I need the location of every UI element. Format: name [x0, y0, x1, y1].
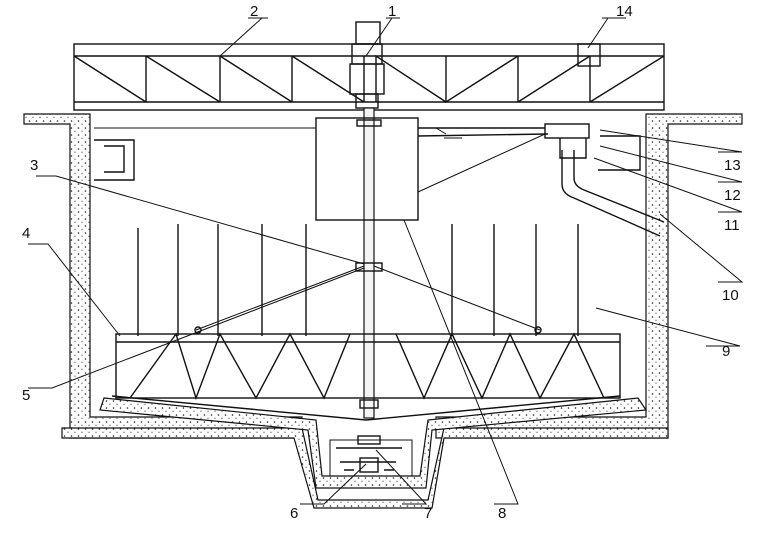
callout-5: 5 [22, 387, 30, 404]
callout-7: 7 [424, 505, 432, 522]
drive-unit [349, 21, 385, 109]
inlet-pipe [94, 139, 135, 181]
picket-rods [137, 224, 579, 336]
callout-4: 4 [22, 225, 30, 242]
callout-9: 9 [722, 343, 730, 360]
callout-14: 14 [616, 3, 633, 20]
callout-8: 8 [498, 505, 506, 522]
central-shaft [355, 107, 383, 473]
scraper-frame [111, 265, 621, 421]
callout-2: 2 [250, 3, 258, 20]
bridge-truss [73, 43, 665, 111]
callout-3: 3 [30, 157, 38, 174]
callout-11: 11 [724, 217, 740, 234]
scum-skimmer [417, 123, 665, 237]
callout-1: 1 [388, 3, 396, 20]
callout-6: 6 [290, 505, 298, 522]
leader-lines [28, 17, 744, 505]
callout-12: 12 [724, 187, 741, 204]
tank-bottom-and-sump [61, 397, 669, 509]
callout-10: 10 [722, 287, 739, 304]
sump-scraper [336, 447, 402, 471]
drive-control-box [577, 43, 601, 67]
callout-13: 13 [724, 157, 741, 174]
center-feed-well [315, 117, 419, 221]
